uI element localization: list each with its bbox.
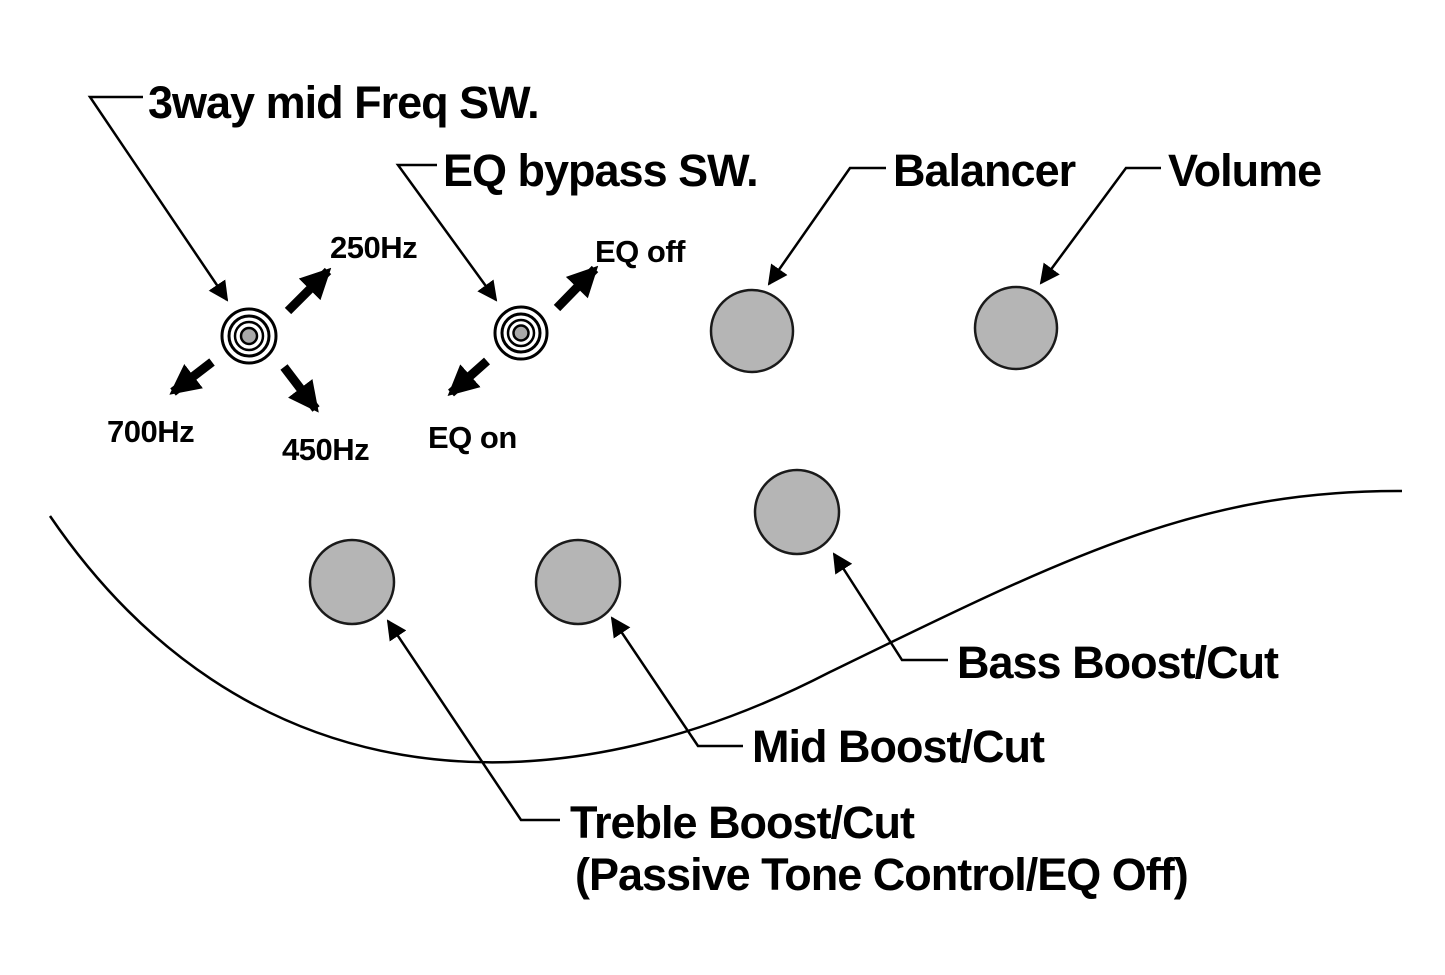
- label-bass-boost-cut: Bass Boost/Cut: [957, 637, 1279, 688]
- arrow-eq-on: [447, 357, 490, 397]
- label-treble-sub: (Passive Tone Control/EQ Off): [575, 849, 1188, 900]
- label-balancer: Balancer: [893, 145, 1076, 196]
- label-eq-bypass-switch: EQ bypass SW.: [443, 145, 758, 196]
- leader-arrow-treble: [386, 619, 560, 822]
- leader-arrow-mid-freq-switch: [87, 95, 229, 302]
- label-eq-on: EQ on: [428, 420, 517, 455]
- leader-arrow-bass: [832, 552, 948, 662]
- instrument-body-edge-curve: [48, 489, 1403, 764]
- label-eq-off: EQ off: [595, 234, 686, 269]
- bass-knob: [753, 468, 841, 556]
- label-volume: Volume: [1168, 145, 1321, 196]
- arrow-250hz: [284, 267, 332, 315]
- label-250hz: 250Hz: [330, 230, 417, 265]
- leader-arrow-balancer: [767, 166, 886, 286]
- arrow-eq-off: [553, 265, 599, 312]
- balancer-knob: [709, 288, 795, 374]
- arrow-450hz: [280, 364, 320, 413]
- label-mid-freq-switch: 3way mid Freq SW.: [148, 77, 539, 128]
- volume-knob: [973, 285, 1059, 371]
- arrow-700hz: [169, 358, 215, 396]
- label-mid-boost-cut: Mid Boost/Cut: [752, 721, 1045, 772]
- mid-knob: [534, 538, 622, 626]
- treble-knob: [308, 538, 396, 626]
- leader-arrow-mid: [610, 616, 743, 748]
- leader-arrow-volume: [1039, 166, 1161, 285]
- label-700hz: 700Hz: [107, 414, 194, 449]
- mid-freq-switch-knob: [220, 307, 278, 365]
- label-treble-boost-cut: Treble Boost/Cut: [570, 797, 915, 848]
- label-450hz: 450Hz: [282, 432, 369, 467]
- eq-bypass-switch-knob: [493, 305, 549, 361]
- leader-arrow-eq-bypass-switch: [395, 163, 498, 302]
